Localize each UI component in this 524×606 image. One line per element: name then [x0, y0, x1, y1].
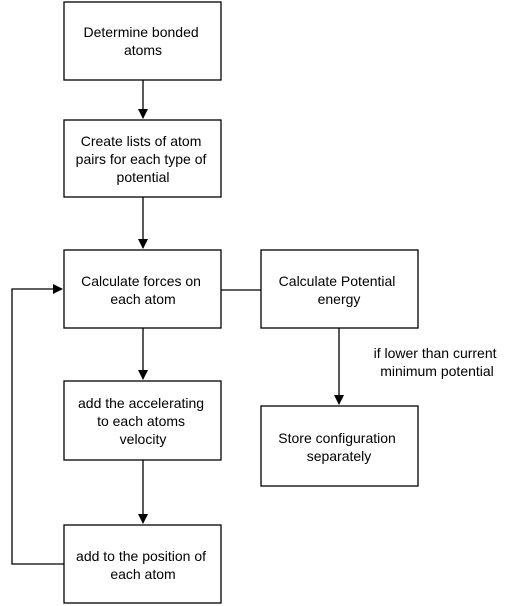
node-label: Create lists of atom pairs for each type…: [76, 133, 211, 185]
node-label-line: velocity: [120, 431, 167, 447]
node-label-line: Create lists of atom: [81, 133, 202, 149]
node-label-line: Determine bonded: [83, 24, 198, 40]
node-label-line: Calculate forces on: [81, 273, 201, 289]
node-add-acceleration: add the accelerating to each atoms veloc…: [63, 380, 222, 461]
node-label-line: energy: [318, 291, 361, 307]
node-label-line: add the accelerating: [78, 395, 204, 411]
node-label-line: potential: [117, 169, 170, 185]
node-box: [63, 380, 222, 461]
edge-add-position-loop-to-calc-forces: [11, 284, 64, 565]
node-calculate-potential: Calculate Potential energy: [260, 249, 419, 329]
node-label-line: atoms: [124, 42, 162, 58]
node-label: add to the position of each atom: [76, 548, 210, 582]
node-label: add the accelerating to each atoms veloc…: [78, 395, 208, 447]
node-label: Store configuration separately: [278, 430, 399, 464]
node-label: Calculate forces on each atom: [81, 273, 205, 307]
node-box: [63, 1, 222, 81]
node-label-line: separately: [307, 448, 372, 464]
edges: [11, 80, 344, 565]
node-box: [63, 524, 222, 604]
node-box: [260, 405, 419, 487]
node-label: Determine bonded atoms: [83, 24, 202, 58]
node-label-line: each atom: [110, 291, 175, 307]
node-label-line: Calculate Potential: [279, 273, 396, 289]
node-determine-bonded-atoms: Determine bonded atoms: [63, 1, 222, 81]
node-label-line: each atom: [110, 566, 175, 582]
node-calculate-forces: Calculate forces on each atom: [63, 249, 222, 329]
edge-label-line: minimum potential: [380, 363, 494, 379]
node-box: [63, 119, 222, 198]
node-box: [63, 249, 222, 329]
node-label-line: add to the position of: [76, 548, 206, 564]
node-box: [260, 249, 419, 329]
node-store-configuration: Store configuration separately: [260, 405, 419, 487]
node-label-line: to each atoms: [97, 413, 185, 429]
node-create-lists: Create lists of atom pairs for each type…: [63, 119, 222, 198]
node-label-line: Store configuration: [278, 430, 396, 446]
node-add-position: add to the position of each atom: [63, 524, 222, 604]
edge-label-condition: if lower than current minimum potential: [374, 345, 501, 379]
node-label-line: pairs for each type of: [76, 151, 207, 167]
edge-label-line: if lower than current: [374, 345, 497, 361]
node-label: Calculate Potential energy: [279, 273, 400, 307]
